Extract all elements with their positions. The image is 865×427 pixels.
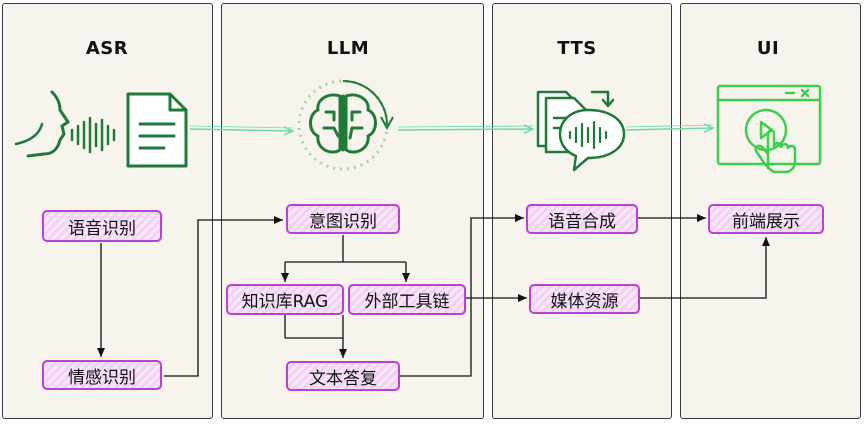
document-to-speech-icon	[536, 90, 626, 172]
tts-title: TTS	[557, 38, 597, 59]
green-flow-arrows	[189, 125, 713, 131]
ui-title: UI	[756, 38, 780, 59]
frontend-display-node: 前端展示	[708, 204, 824, 234]
flow-connectors	[97, 214, 770, 377]
intent-recognition-node: 意图识别	[286, 204, 400, 234]
media-resources-node: 媒体资源	[529, 284, 640, 314]
knowledge-rag-node: 知识库RAG	[226, 284, 344, 315]
llm-title: LLM	[326, 38, 370, 59]
emotion-recognition-node: 情感识别	[42, 360, 162, 390]
speech-to-document-icon	[14, 90, 188, 168]
touch-screen-icon	[716, 84, 822, 174]
asr-title: ASR	[85, 38, 129, 59]
external-tools-node: 外部工具链	[348, 284, 466, 315]
speech-synthesis-node: 语音合成	[526, 204, 638, 234]
text-answer-node: 文本答复	[286, 361, 400, 391]
brain-circuit-icon	[297, 79, 394, 171]
speech-recognition-node: 语音识别	[42, 210, 162, 242]
